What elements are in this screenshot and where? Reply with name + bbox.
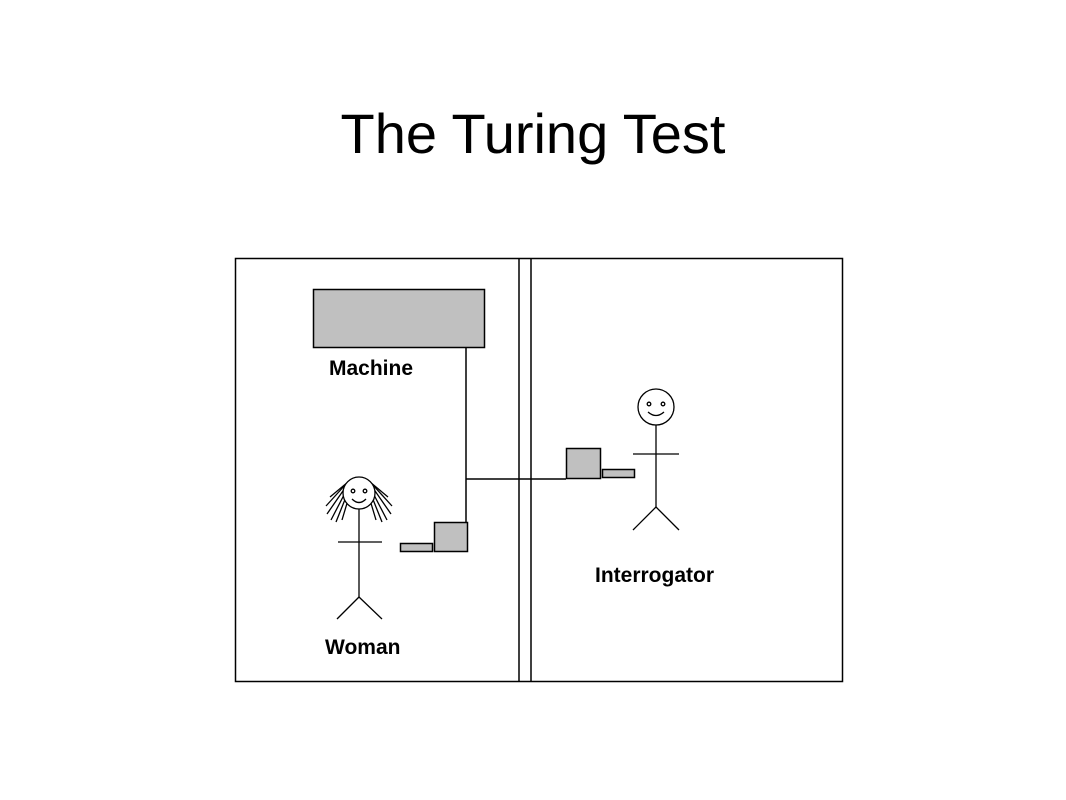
machine-label: Machine xyxy=(329,357,413,380)
interrogator-terminal-screen xyxy=(565,447,602,480)
interrogator-label: Interrogator xyxy=(595,564,714,587)
woman-figure xyxy=(325,476,393,620)
interrogator-terminal-keyboard xyxy=(601,468,636,479)
woman-terminal-keyboard xyxy=(399,542,434,553)
woman-terminal-screen xyxy=(433,521,469,553)
machine-box xyxy=(312,288,486,349)
interrogator-figure xyxy=(632,388,680,531)
slide-title: The Turing Test xyxy=(340,102,726,165)
woman-label: Woman xyxy=(325,636,400,659)
